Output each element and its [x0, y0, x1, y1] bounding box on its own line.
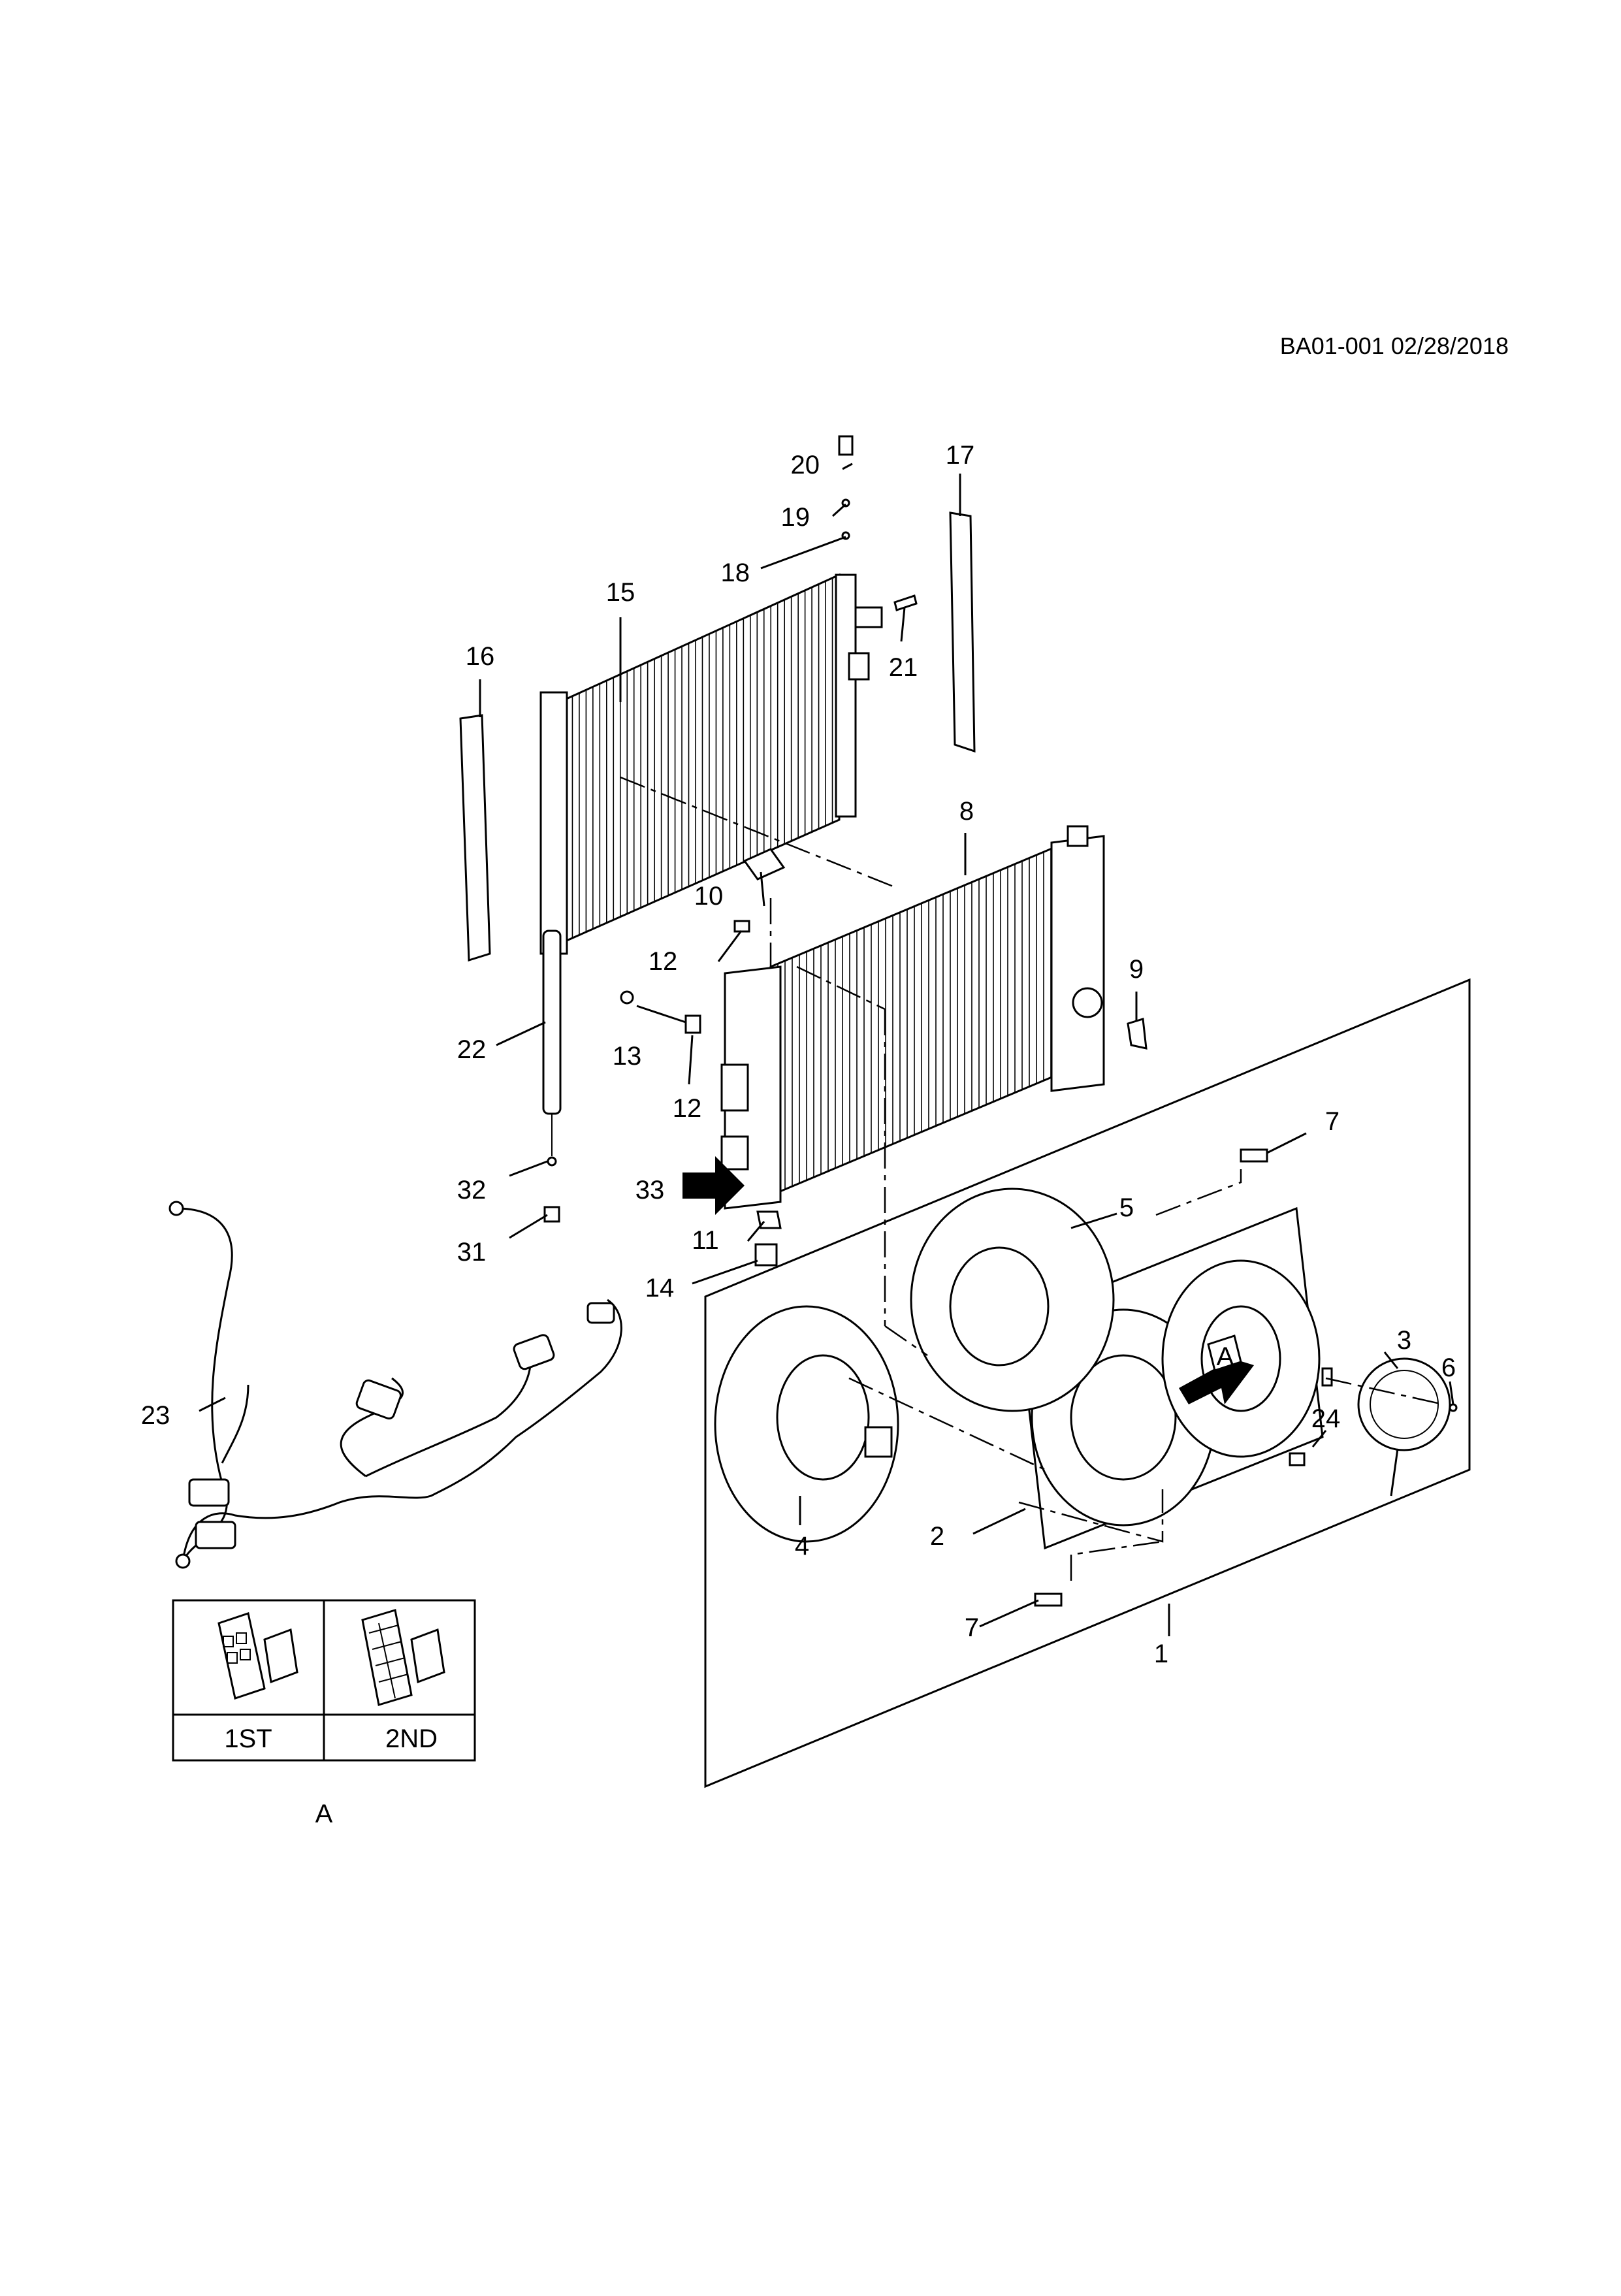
callout-6: 6 — [1441, 1353, 1456, 1382]
radiator-drawing — [720, 825, 1105, 1210]
callout-7-lower: 7 — [965, 1613, 979, 1642]
view-arrow-label: A — [1217, 1342, 1234, 1371]
callout-9: 9 — [1129, 955, 1144, 984]
view-arrow-a: A — [1179, 1334, 1254, 1404]
table-col-1st: 1ST — [224, 1724, 272, 1753]
callout-22: 22 — [457, 1035, 487, 1064]
fan-shroud — [1018, 1206, 1324, 1550]
callout-17: 17 — [946, 441, 975, 470]
condenser-drawing — [539, 573, 883, 955]
diagram-reference: BA01-001 02/28/2018 — [1280, 332, 1509, 359]
callout-19: 19 — [781, 503, 810, 532]
table-col-2nd: 2ND — [385, 1724, 438, 1753]
callout-15: 15 — [606, 578, 635, 607]
callout-14: 14 — [645, 1274, 675, 1302]
clips — [1034, 1148, 1333, 1607]
callout-labels: 20 19 18 17 15 16 21 8 10 12 9 22 13 12 … — [141, 441, 1456, 1668]
callout-13: 13 — [613, 1042, 642, 1071]
callout-12-lower: 12 — [673, 1094, 702, 1123]
fan-motor-5 — [910, 1188, 1115, 1412]
arrow-33 — [682, 1156, 745, 1215]
radiator-hardware — [620, 848, 1148, 1267]
callout-23: 23 — [141, 1401, 170, 1430]
callout-12-upper: 12 — [649, 947, 678, 976]
callout-32: 32 — [457, 1176, 487, 1205]
detail-table: 1ST 2ND A — [172, 1599, 476, 1828]
right-side-seal — [949, 511, 976, 753]
callout-21: 21 — [889, 653, 918, 682]
fan-assembly-frame — [704, 978, 1471, 1788]
callout-8: 8 — [959, 797, 974, 826]
callout-33: 33 — [635, 1176, 665, 1205]
callout-3: 3 — [1397, 1326, 1411, 1355]
callout-7-upper: 7 — [1325, 1107, 1340, 1136]
clip-1st-illustration — [217, 1612, 298, 1700]
callout-4: 4 — [795, 1532, 809, 1560]
clip-2nd-illustration — [361, 1609, 445, 1706]
callout-18: 18 — [721, 558, 750, 587]
table-caption: A — [315, 1800, 333, 1828]
dashed-leaders — [620, 776, 1444, 1581]
callout-1: 1 — [1154, 1640, 1168, 1668]
callout-24: 24 — [1311, 1404, 1341, 1433]
wiring-harness — [176, 1207, 622, 1562]
callout-11: 11 — [692, 1226, 719, 1255]
callout-5: 5 — [1119, 1193, 1134, 1222]
callout-10: 10 — [694, 882, 724, 911]
callout-20: 20 — [791, 451, 820, 479]
condenser-fittings — [838, 435, 918, 611]
leader-lines — [199, 462, 1454, 1636]
callout-31: 31 — [457, 1238, 487, 1267]
fan-motor-4 — [714, 1305, 899, 1543]
callout-16: 16 — [466, 642, 495, 671]
left-side-seal — [459, 714, 491, 962]
harness-connectors — [169, 1201, 615, 1569]
callout-2: 2 — [930, 1522, 944, 1551]
receiver-drier — [542, 930, 562, 1223]
